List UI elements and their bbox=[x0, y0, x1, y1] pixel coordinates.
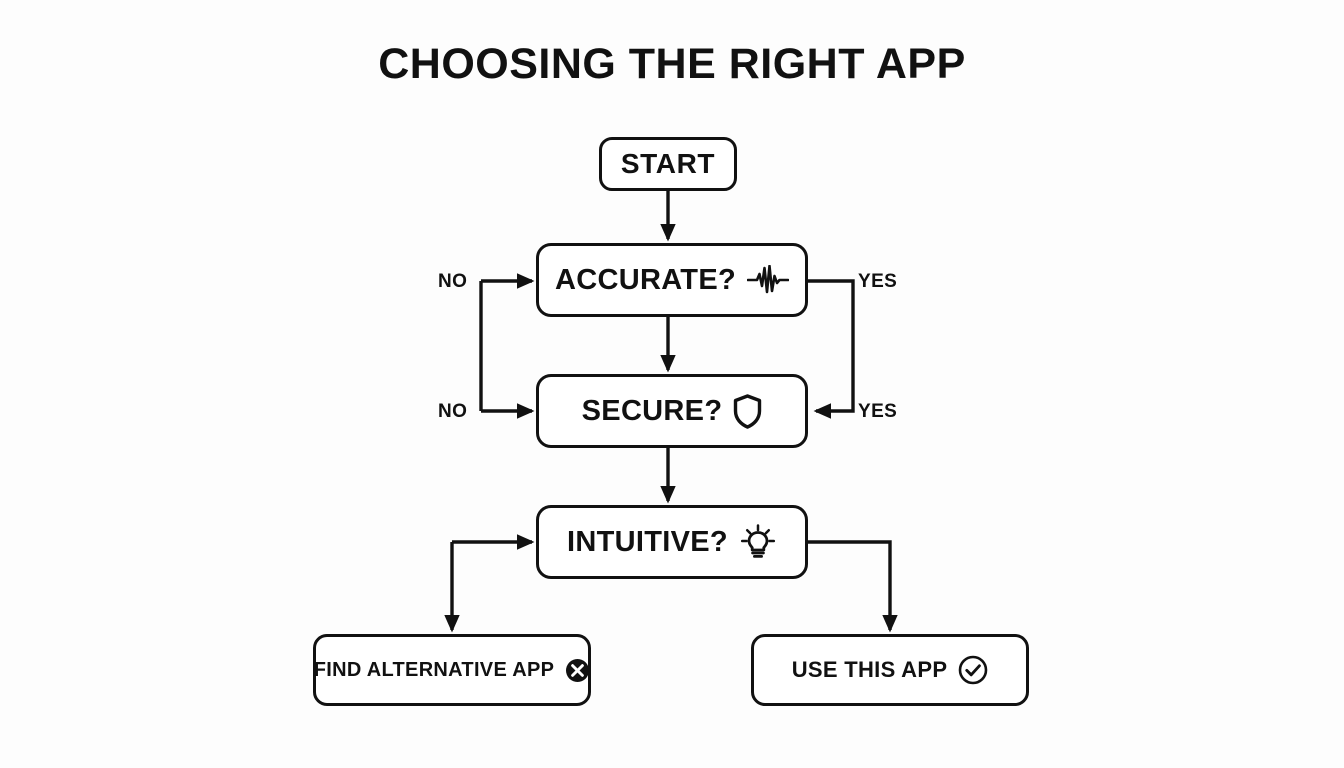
page-title: CHOOSING THE RIGHT APP bbox=[378, 40, 966, 88]
node-intuitive-label: INTUITIVE? bbox=[567, 525, 728, 558]
node-intuitive[interactable]: INTUITIVE? bbox=[536, 505, 808, 579]
circle-check-icon bbox=[958, 655, 988, 685]
edge-label-yes-secure: YES bbox=[858, 401, 898, 422]
node-accurate[interactable]: ACCURATE? bbox=[536, 243, 808, 317]
pulse-waveform-icon bbox=[746, 265, 789, 295]
node-accurate-label: ACCURATE? bbox=[555, 263, 736, 296]
edge-intuitive-to-use bbox=[808, 540, 898, 633]
edge-label-no-secure: NO bbox=[438, 401, 468, 422]
circle-x-icon bbox=[565, 658, 590, 683]
edge-yes-accurate-to-secure bbox=[808, 279, 855, 419]
node-find-alternative-app[interactable]: FIND ALTERNATIVE APP bbox=[313, 634, 591, 706]
node-find-label: FIND ALTERNATIVE APP bbox=[313, 659, 555, 681]
lightbulb-icon bbox=[739, 523, 777, 561]
edge-label-no-accurate: NO bbox=[438, 271, 468, 292]
node-secure[interactable]: SECURE? bbox=[536, 374, 808, 448]
node-secure-label: SECURE? bbox=[581, 394, 723, 427]
node-use-this-app[interactable]: USE THIS APP bbox=[751, 634, 1029, 706]
node-use-label: USE THIS APP bbox=[791, 657, 948, 682]
edge-label-yes-accurate: YES bbox=[858, 271, 898, 292]
node-start[interactable]: START bbox=[599, 137, 737, 191]
shield-icon bbox=[733, 393, 762, 429]
node-start-label: START bbox=[620, 148, 716, 179]
